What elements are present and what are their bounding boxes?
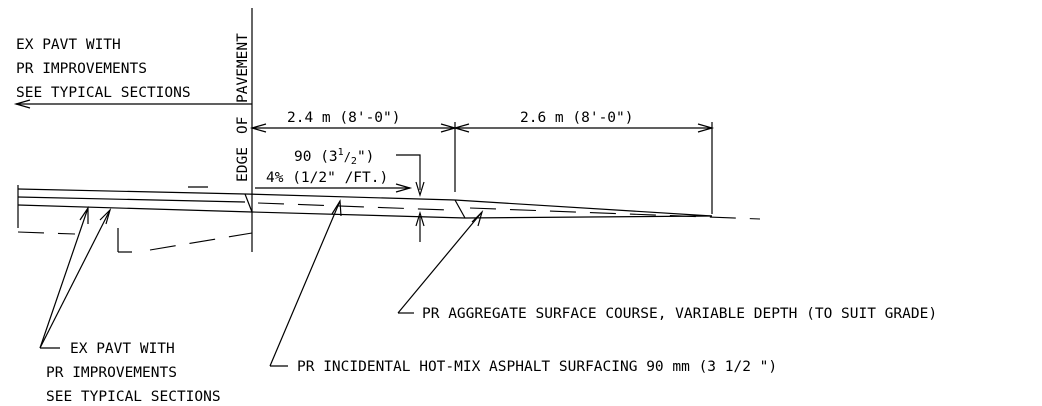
width-label-2-6m: 2.6 m (8'-0") <box>520 110 634 126</box>
bottom-note-line-3: SEE TYPICAL SECTIONS <box>46 389 221 405</box>
pavement-section <box>17 185 713 253</box>
dashed-subgrade-lines <box>17 202 761 251</box>
left-note-line-3: SEE TYPICAL SECTIONS <box>16 85 191 101</box>
left-note-line-1: EX PAVT WITH <box>16 37 121 53</box>
bottom-note-line-1: EX PAVT WITH <box>70 341 175 357</box>
left-note-line-2: PR IMPROVEMENTS <box>16 61 147 77</box>
callout-leaders <box>39 199 484 367</box>
width-dimension-line <box>249 122 715 214</box>
edge-of-pavement-label: EDGE OF PAVEMENT <box>235 33 251 182</box>
depth-dimension-leader <box>396 154 425 242</box>
width-label-2-4m: 2.4 m (8'-0") <box>287 110 401 126</box>
slope-label: 4% (1/2" /FT.) <box>266 170 388 186</box>
left-note-arrow <box>13 99 252 109</box>
edge-word: EDGE <box>235 147 251 182</box>
asphalt-callout: PR INCIDENTAL HOT-MIX ASPHALT SURFACING … <box>297 359 777 375</box>
bottom-note-line-2: PR IMPROVEMENTS <box>46 365 177 381</box>
pavement-word: PAVEMENT <box>235 33 251 103</box>
depth-label: 90 (31/2") <box>294 147 374 167</box>
of-word: OF <box>235 117 251 134</box>
aggregate-callout: PR AGGREGATE SURFACE COURSE, VARIABLE DE… <box>422 306 937 322</box>
slope-arrow <box>255 183 413 193</box>
